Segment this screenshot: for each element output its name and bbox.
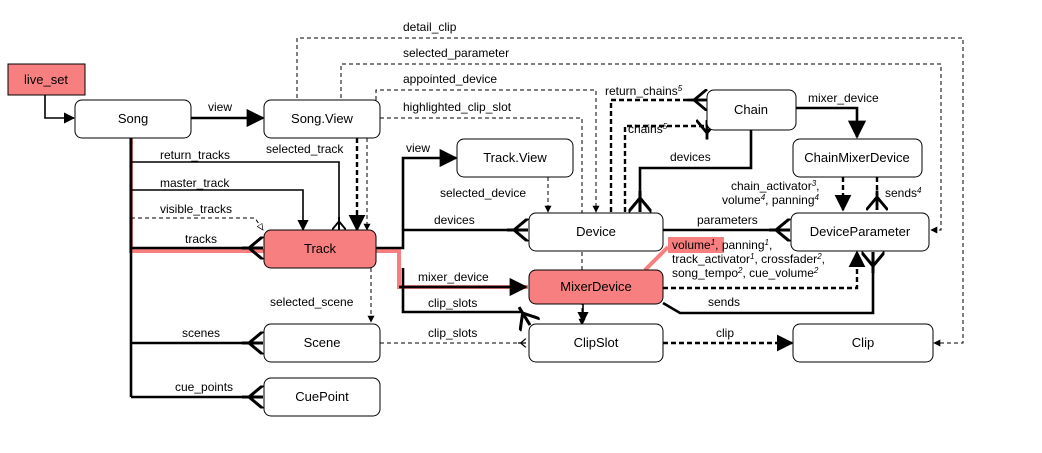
label-clip: clip bbox=[716, 326, 734, 340]
node-song[interactable]: Song bbox=[74, 99, 192, 139]
label-return-tracks: return_tracks bbox=[160, 148, 230, 162]
node-song-label: Song bbox=[118, 111, 148, 126]
label-song-tempo-cue-volume: song_tempo2, cue_volume2 bbox=[672, 266, 819, 280]
edge-selected-parameter bbox=[340, 63, 942, 234]
label-chain-activator: chain_activator3, bbox=[731, 179, 820, 193]
node-mixer-device-label: MixerDevice bbox=[560, 279, 632, 294]
edge-chain-devices bbox=[640, 130, 753, 212]
edge-return-tracks bbox=[131, 161, 339, 230]
node-chain[interactable]: Chain bbox=[706, 89, 797, 131]
label-sends: sends bbox=[708, 295, 740, 309]
edge-mixer-params bbox=[663, 250, 866, 290]
label-cue-points: cue_points bbox=[175, 380, 233, 394]
edge-return-chains bbox=[609, 100, 707, 212]
label-visible-tracks: visible_tracks bbox=[160, 202, 232, 216]
node-clip-slot[interactable]: ClipSlot bbox=[528, 323, 664, 363]
node-device-parameter-label: DeviceParameter bbox=[810, 224, 911, 239]
label-master-track: master_track bbox=[160, 176, 230, 190]
label-highlighted-clip-slot: highlighted_clip_slot bbox=[403, 100, 512, 114]
node-device[interactable]: Device bbox=[528, 212, 664, 252]
node-device-parameter[interactable]: DeviceParameter bbox=[790, 212, 930, 252]
edge-appointed-device bbox=[375, 89, 600, 213]
label-selected-device: selected_device bbox=[440, 186, 526, 200]
edge-clip-slots bbox=[401, 268, 530, 325]
highlight-path-mixer-volume bbox=[643, 245, 670, 272]
node-cue-point[interactable]: CuePoint bbox=[263, 377, 381, 417]
node-scene-label: Scene bbox=[304, 335, 341, 350]
label-mixer-volume-panning: volume1, panning1, bbox=[672, 238, 772, 252]
label-chain-mixer-device: mixer_device bbox=[808, 91, 879, 105]
edge-labels: detail_clip selected_parameter appointed… bbox=[160, 20, 922, 394]
edge-live-set-song bbox=[44, 95, 76, 124]
label-return-chains: return_chains5 bbox=[605, 84, 683, 98]
edge-visible-tracks bbox=[131, 217, 263, 230]
label-appointed-device: appointed_device bbox=[403, 72, 497, 86]
node-song-view-label: Song.View bbox=[291, 111, 354, 126]
edge-master-track bbox=[131, 189, 309, 232]
label-chains: chains5 bbox=[628, 122, 668, 136]
label-clip-slots: clip_slots bbox=[428, 296, 477, 310]
label-parameters: parameters bbox=[697, 213, 758, 227]
label-chain-sends: sends4 bbox=[885, 186, 922, 200]
nodes: live_set Song Song.View Track Track.View… bbox=[7, 63, 934, 417]
node-live-set[interactable]: live_set bbox=[7, 63, 86, 96]
edge-track-view bbox=[376, 148, 458, 250]
label-mixer-device: mixer_device bbox=[418, 270, 489, 284]
label-detail-clip: detail_clip bbox=[403, 20, 457, 34]
edge-sends bbox=[662, 252, 873, 315]
label-selected-track: selected_track bbox=[266, 142, 344, 156]
node-chain-mixer-device[interactable]: ChainMixerDevice bbox=[792, 138, 923, 178]
node-song-view[interactable]: Song.View bbox=[263, 99, 381, 139]
edge-highlighted-clip-slot bbox=[380, 117, 586, 326]
node-track-view[interactable]: Track.View bbox=[456, 138, 574, 178]
node-clip[interactable]: Clip bbox=[792, 323, 934, 363]
label-view: view bbox=[208, 100, 232, 114]
node-scene[interactable]: Scene bbox=[263, 323, 381, 363]
label-selected-scene: selected_scene bbox=[270, 295, 354, 309]
label-chain-devices: devices bbox=[670, 150, 711, 164]
node-live-set-label: live_set bbox=[24, 72, 68, 87]
label-scenes: scenes bbox=[182, 326, 220, 340]
node-mixer-device[interactable]: MixerDevice bbox=[528, 269, 664, 305]
label-devices: devices bbox=[434, 213, 475, 227]
node-chain-mixer-device-label: ChainMixerDevice bbox=[804, 150, 909, 165]
label-scene-clip-slots: clip_slots bbox=[428, 326, 477, 340]
node-clip-label: Clip bbox=[852, 335, 874, 350]
node-clip-slot-label: ClipSlot bbox=[574, 335, 619, 350]
node-device-label: Device bbox=[576, 224, 616, 239]
node-track-view-label: Track.View bbox=[483, 150, 547, 165]
label-selected-parameter: selected_parameter bbox=[403, 46, 509, 60]
volume-highlight bbox=[668, 237, 724, 253]
label-track-activator-crossfader: track_activator1, crossfader2, bbox=[672, 252, 825, 266]
edge-chain-mixer-device bbox=[796, 106, 867, 139]
node-track[interactable]: Track bbox=[263, 229, 377, 269]
node-chain-label: Chain bbox=[734, 102, 768, 117]
label-tracks: tracks bbox=[185, 232, 217, 246]
node-cue-point-label: CuePoint bbox=[295, 389, 349, 404]
label-chain-volume-panning: volume4, panning4 bbox=[722, 193, 820, 207]
label-track-view: view bbox=[406, 141, 430, 155]
node-track-label: Track bbox=[304, 241, 337, 256]
